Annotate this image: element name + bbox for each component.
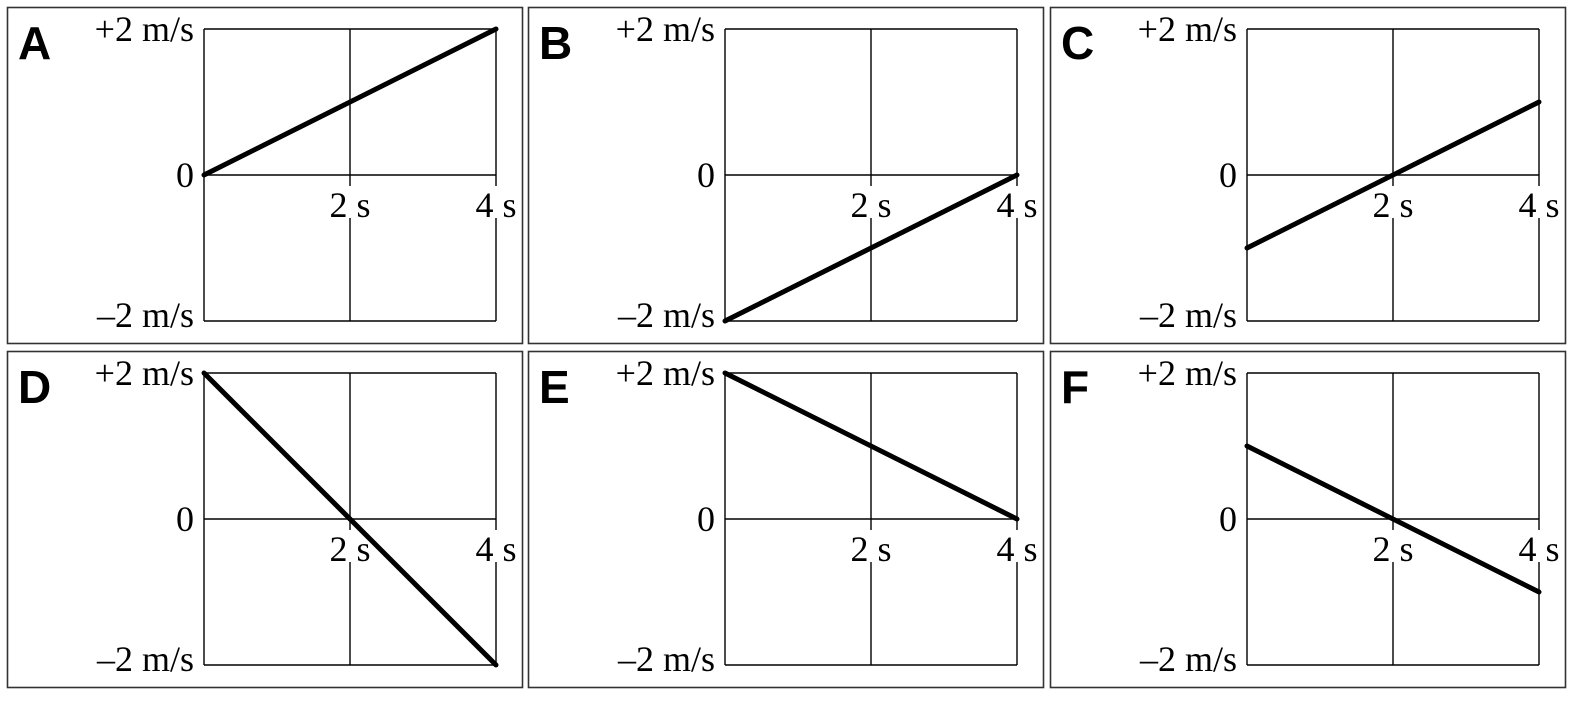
- x-tick-label-backing: [1517, 186, 1561, 218]
- x-tick-label-mid: 2 s: [850, 185, 891, 225]
- y-tick-label-top: +2 m/s: [616, 9, 715, 49]
- x-tick-label-end: 4 s: [475, 529, 516, 569]
- y-tick-label-bottom: –2 m/s: [617, 639, 715, 679]
- y-tick-label-zero: 0: [176, 155, 194, 195]
- panel-label: C: [1061, 17, 1094, 69]
- velocity-line: [722, 370, 1020, 522]
- x-tick-label-backing: [995, 186, 1039, 218]
- y-tick-label-top: +2 m/s: [1138, 353, 1237, 393]
- y-tick-label-bottom: –2 m/s: [1139, 639, 1237, 679]
- x-tick-label-backing: [328, 186, 372, 218]
- y-tick-label-zero: 0: [697, 155, 715, 195]
- y-tick-label-top: +2 m/s: [95, 9, 194, 49]
- y-tick-label-bottom: –2 m/s: [96, 639, 194, 679]
- velocity-line: [201, 370, 499, 668]
- x-tick-label-backing: [1517, 530, 1561, 562]
- x-tick-label-mid: 2 s: [1372, 529, 1413, 569]
- panel-frame: [527, 350, 1045, 689]
- chart-panel-c: C +2 m/s 0 –2 m/s 2 s 4 s: [1049, 6, 1567, 345]
- x-tick-label-end: 4 s: [996, 185, 1037, 225]
- velocity-line: [722, 172, 1020, 324]
- x-tick-label-end: 4 s: [475, 185, 516, 225]
- chart-panel-b: B +2 m/s 0 –2 m/s 2 s 4 s: [527, 6, 1045, 345]
- x-tick-label-mid: 2 s: [1372, 185, 1413, 225]
- chart-panel-f: F +2 m/s 0 –2 m/s 2 s 4 s: [1049, 350, 1567, 689]
- x-tick-label-backing: [474, 530, 518, 562]
- x-tick-label-backing: [849, 186, 893, 218]
- x-tick-label-end: 4 s: [1518, 529, 1559, 569]
- x-tick-label-end: 4 s: [996, 529, 1037, 569]
- y-tick-label-zero: 0: [176, 499, 194, 539]
- panel-frame: [527, 6, 1045, 345]
- x-tick-label-backing: [1371, 186, 1415, 218]
- panel-frame: [1049, 6, 1567, 345]
- x-tick-label-backing: [995, 530, 1039, 562]
- velocity-line: [201, 26, 499, 178]
- chart-panel-e: E +2 m/s 0 –2 m/s 2 s 4 s: [527, 350, 1045, 689]
- panel-label: F: [1061, 361, 1089, 413]
- panel-label: A: [18, 17, 51, 69]
- chart-panel-a: A +2 m/s 0 –2 m/s 2 s 4 s: [6, 6, 524, 345]
- y-tick-label-top: +2 m/s: [95, 353, 194, 393]
- panel-frame: [1049, 350, 1567, 689]
- velocity-line: [1244, 99, 1542, 251]
- x-tick-label-mid: 2 s: [329, 185, 370, 225]
- velocity-line: [1244, 443, 1542, 595]
- panel-label: E: [539, 361, 570, 413]
- y-tick-label-bottom: –2 m/s: [1139, 295, 1237, 335]
- y-tick-label-zero: 0: [697, 499, 715, 539]
- y-tick-label-top: +2 m/s: [616, 353, 715, 393]
- y-tick-label-bottom: –2 m/s: [617, 295, 715, 335]
- x-tick-label-end: 4 s: [1518, 185, 1559, 225]
- y-tick-label-top: +2 m/s: [1138, 9, 1237, 49]
- panel-label: B: [539, 17, 572, 69]
- x-tick-label-backing: [849, 530, 893, 562]
- panel-frame: [6, 350, 524, 689]
- y-tick-label-zero: 0: [1219, 499, 1237, 539]
- y-tick-label-bottom: –2 m/s: [96, 295, 194, 335]
- x-tick-label-backing: [474, 186, 518, 218]
- panel-label: D: [18, 361, 51, 413]
- x-tick-label-backing: [1371, 530, 1415, 562]
- x-tick-label-mid: 2 s: [850, 529, 891, 569]
- panel-frame: [6, 6, 524, 345]
- y-tick-label-zero: 0: [1219, 155, 1237, 195]
